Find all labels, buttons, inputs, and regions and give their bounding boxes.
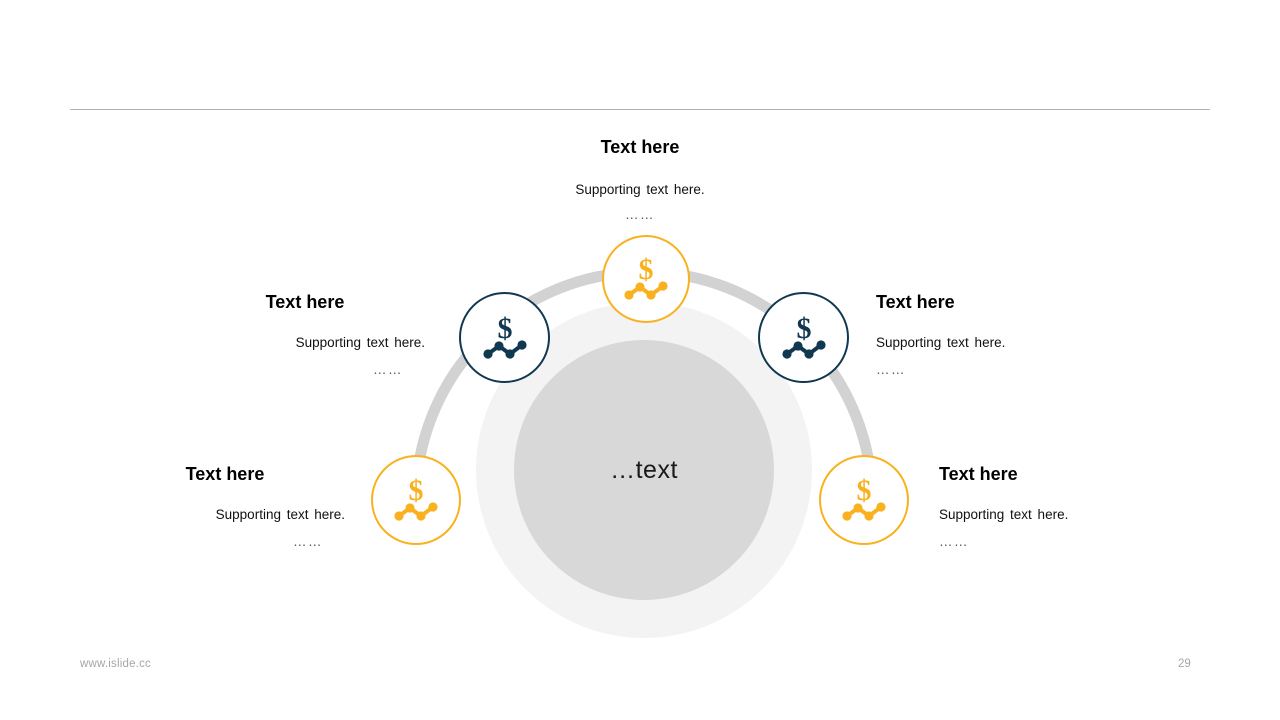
center-label: …text — [610, 455, 678, 484]
label-block-upper-right: Text here Supporting text here. …… — [876, 292, 1116, 377]
label-ellipsis: …… — [939, 533, 969, 549]
label-block-top: Text here Supporting text here. …… — [520, 137, 760, 222]
label-ellipsis: …… — [625, 206, 655, 222]
label-title: Text here — [876, 292, 955, 312]
footer-website-url[interactable]: www.islide.cc — [80, 658, 151, 670]
label-support: Supporting text here. — [295, 334, 425, 350]
dollar-chart-icon: $ — [777, 313, 831, 363]
dollar-chart-icon: $ — [837, 475, 891, 525]
label-block-lower-left: Text here Supporting text here. …… — [105, 464, 345, 549]
dollar-chart-icon: $ — [389, 475, 443, 525]
node-circle-upper-left[interactable]: $ — [459, 292, 550, 383]
label-title: Text here — [939, 464, 1018, 484]
label-block-upper-left: Text here Supporting text here. …… — [185, 292, 425, 377]
label-block-lower-right: Text here Supporting text here. …… — [939, 464, 1179, 549]
node-circle-lower-left[interactable]: $ — [371, 455, 461, 545]
svg-text:$: $ — [639, 254, 654, 286]
node-circle-upper-right[interactable]: $ — [758, 292, 849, 383]
label-support: Supporting text here. — [215, 506, 345, 522]
node-circle-lower-right[interactable]: $ — [819, 455, 909, 545]
label-title: Text here — [185, 464, 265, 484]
header-divider-rule — [70, 109, 1210, 110]
label-support: Supporting text here. — [575, 181, 705, 197]
node-circle-top[interactable]: $ — [602, 235, 690, 323]
dollar-chart-icon: $ — [478, 313, 532, 363]
dollar-chart-icon: $ — [619, 254, 673, 304]
label-ellipsis: …… — [876, 361, 906, 377]
svg-text:$: $ — [409, 475, 424, 507]
label-support: Supporting text here. — [876, 334, 1006, 350]
label-support: Supporting text here. — [939, 506, 1069, 522]
svg-text:$: $ — [857, 475, 872, 507]
label-ellipsis: …… — [373, 361, 403, 377]
footer-page-number: 29 — [1178, 658, 1191, 670]
svg-text:$: $ — [796, 313, 811, 345]
label-title: Text here — [265, 292, 345, 312]
label-title: Text here — [600, 137, 680, 157]
label-ellipsis: …… — [293, 533, 323, 549]
svg-text:$: $ — [497, 313, 512, 345]
